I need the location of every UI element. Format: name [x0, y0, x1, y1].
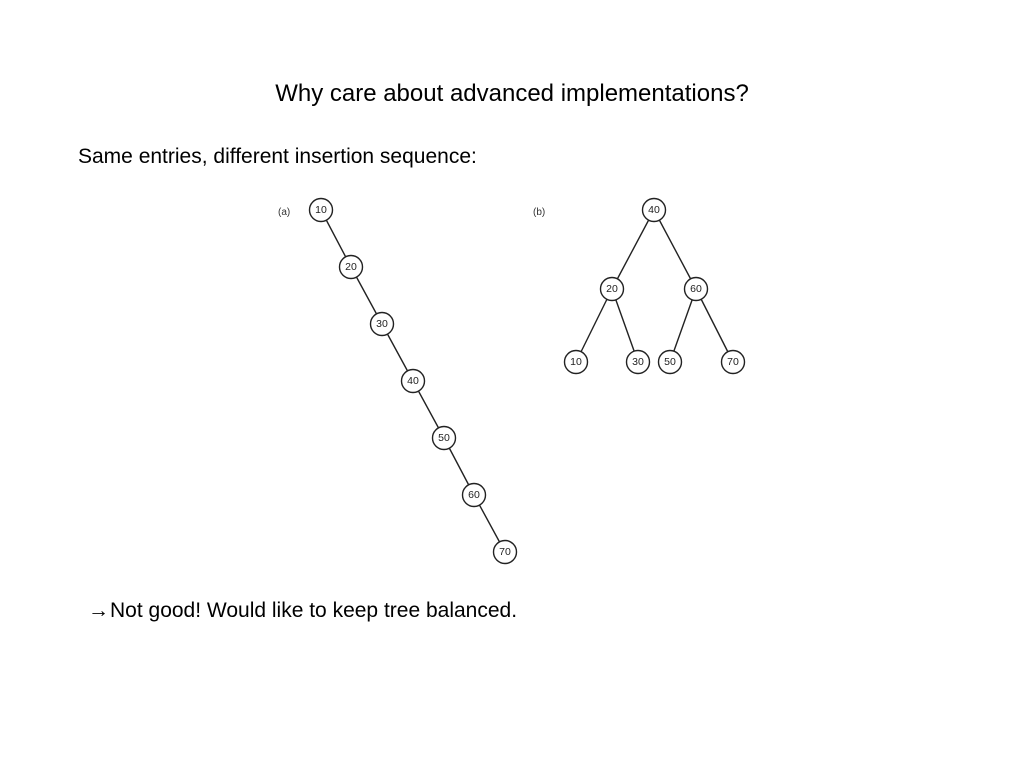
diagram-b: (b) 40 20 60 10 30 50 70 [533, 197, 746, 375]
edge [611, 288, 639, 363]
svg-text:10: 10 [570, 356, 582, 368]
tree-node: 20 [599, 276, 625, 302]
tree-node: 60 [461, 482, 487, 508]
svg-text:60: 60 [468, 489, 480, 501]
svg-text:60: 60 [690, 283, 702, 295]
arrow-right-icon: → [88, 599, 109, 622]
svg-text:40: 40 [648, 204, 660, 216]
tree-node: 40 [400, 368, 426, 394]
svg-text:10: 10 [315, 204, 327, 216]
svg-text:70: 70 [727, 356, 739, 368]
tree-node: 30 [369, 311, 395, 337]
svg-text:30: 30 [376, 318, 388, 330]
edge [575, 288, 613, 363]
tree-node: 20 [338, 254, 364, 280]
svg-text:50: 50 [664, 356, 676, 368]
tree-node: 40 [641, 197, 667, 223]
diagram-b-label: (b) [533, 207, 545, 218]
slide-subtitle: Same entries, different insertion sequen… [78, 145, 477, 168]
tree-node: 70 [720, 349, 746, 375]
edge [695, 288, 734, 363]
svg-text:70: 70 [499, 546, 511, 558]
edge [611, 209, 655, 290]
conclusion-text: Not good! Would like to keep tree balanc… [110, 599, 518, 622]
edge [653, 209, 697, 290]
diagram-a: (a) 10 20 30 40 50 60 70 [278, 197, 518, 565]
tree-node: 70 [492, 539, 518, 565]
slide-title: Why care about advanced implementations? [275, 80, 749, 107]
edge [669, 288, 697, 363]
tree-node: 10 [308, 197, 334, 223]
svg-text:30: 30 [632, 356, 644, 368]
tree-node: 50 [431, 425, 457, 451]
conclusion-note: →Not good! Would like to keep tree balan… [88, 599, 517, 623]
svg-text:40: 40 [407, 375, 419, 387]
diagram-a-label: (a) [278, 207, 290, 218]
svg-text:20: 20 [606, 283, 618, 295]
svg-text:20: 20 [345, 261, 357, 273]
tree-node: 60 [683, 276, 709, 302]
tree-node: 50 [657, 349, 683, 375]
svg-text:50: 50 [438, 432, 450, 444]
tree-node: 30 [625, 349, 651, 375]
tree-node: 10 [563, 349, 589, 375]
